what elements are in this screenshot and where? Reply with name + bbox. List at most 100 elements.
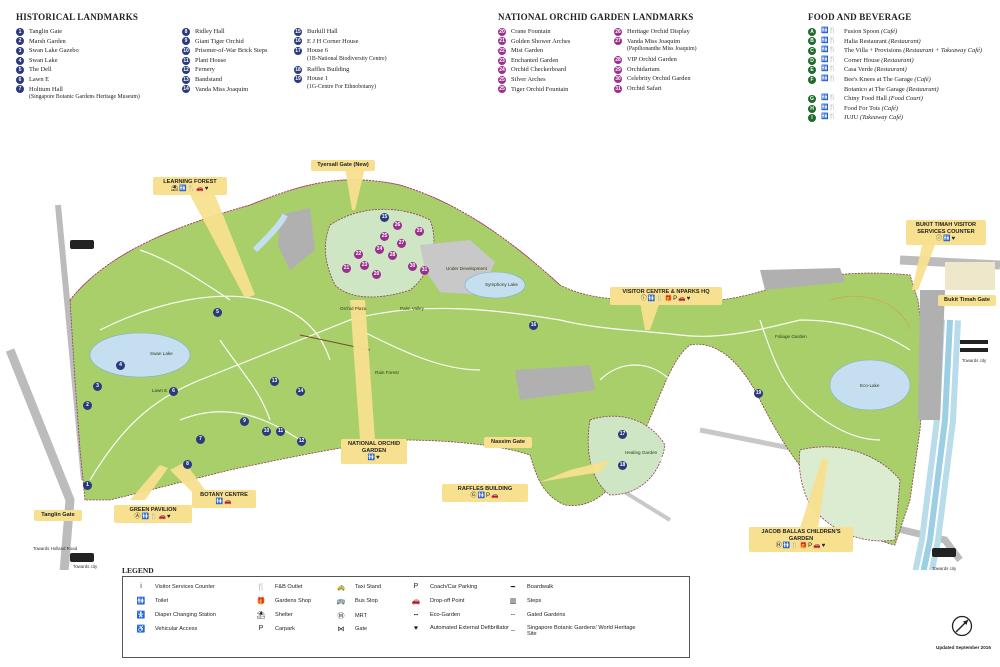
- map-marker-21[interactable]: 21: [342, 264, 351, 273]
- map-marker-13[interactable]: 13: [270, 377, 279, 386]
- bukit-timah-gate-callout[interactable]: Bukit Timah Gate: [938, 295, 996, 306]
- map-marker-22[interactable]: 22: [354, 250, 363, 259]
- landmark-number-badge: 3: [16, 46, 24, 55]
- landmark-name: Tanglin Gate: [29, 28, 63, 35]
- map-marker-10[interactable]: 10: [262, 427, 271, 436]
- map-marker-17[interactable]: 17: [618, 430, 627, 439]
- map-marker-5[interactable]: 5: [213, 308, 222, 317]
- landmark-number-badge: 11: [182, 56, 190, 65]
- legend-item: 🚻Toilet: [133, 597, 168, 605]
- legend-label: Carpark: [275, 625, 295, 632]
- building-block-east: [760, 268, 845, 290]
- legend-item: 🚕Taxi Stand: [333, 583, 381, 591]
- landmark-number-badge: 26: [614, 27, 622, 36]
- nassim-gate-callout[interactable]: Nassim Gate: [484, 437, 532, 448]
- garden-map[interactable]: [0, 155, 1000, 570]
- towards-holland-label: Towards Holland Road: [33, 546, 78, 551]
- bukit-timah-centre-callout[interactable]: BUKIT TIMAH VISITOR SERVICES COUNTER ⓘ🚻♥: [906, 220, 986, 245]
- legend-symbol-icon: 🚕: [336, 584, 346, 591]
- learning-forest-callout[interactable]: LEARNING FOREST ⛱🚻🍴🚗♥: [153, 177, 227, 195]
- visitor-centre-callout[interactable]: VISITOR CENTRE & NPARKS HQ ⓘ🚻🍴🎁P🚗♥: [610, 287, 722, 305]
- stream-water: [252, 213, 288, 253]
- map-marker-3[interactable]: 3: [93, 382, 102, 391]
- landmark-number-badge: 14: [182, 85, 190, 94]
- map-marker-29[interactable]: 29: [415, 227, 424, 236]
- raffles-building-callout[interactable]: RAFFLES BUILDING Ⓖ🚻P🚗: [442, 484, 528, 502]
- facility-icons: ⓘ🚻🍴🎁P🚗♥: [640, 296, 692, 302]
- national-orchid-callout[interactable]: NATIONAL ORCHID GARDEN 🚻♥: [341, 439, 407, 464]
- green-pavilion-callout[interactable]: GREEN PAVILION Ⓐ🚻🍴🚗♥: [114, 505, 192, 523]
- holland-road: [5, 348, 75, 570]
- botany-centre-callout[interactable]: BOTANY CENTRE 🚻🚗: [192, 490, 256, 508]
- map-marker-14[interactable]: 14: [296, 387, 305, 396]
- legend-label: F&B Outlet: [275, 584, 303, 590]
- rain-forest-label: Rain Forest: [375, 370, 399, 375]
- map-marker-24[interactable]: 24: [375, 245, 384, 254]
- landmark-name: Giant Tiger Orchid: [195, 37, 244, 45]
- food-item: I🚻🍴JUJU (Takeaway Café): [808, 113, 982, 123]
- map-marker-26[interactable]: 26: [393, 221, 402, 230]
- landmark-name: Vanda Miss Joaquim: [195, 85, 249, 93]
- food-letter-badge: C: [808, 46, 816, 55]
- tyersall-gate-callout[interactable]: Tyersall Gate (New): [311, 160, 375, 171]
- map-marker-25[interactable]: 25: [380, 232, 389, 241]
- map-marker-9[interactable]: 9: [240, 417, 249, 426]
- jacob-ballas-callout[interactable]: JACOB BALLAS CHILDREN'S GARDEN Ⓗ🚻🍴🎁P🚗♥: [749, 527, 853, 552]
- map-marker-7[interactable]: 7: [196, 435, 205, 444]
- lawn-e-label: Lawn E: [152, 388, 168, 393]
- eco-lake-water: [829, 359, 911, 411]
- landmark-number-badge: 31: [614, 84, 622, 93]
- legend-symbol-icon: ⛱: [256, 612, 266, 619]
- landmark-number-badge: 25: [498, 75, 506, 84]
- landmark-number-badge: 23: [498, 56, 506, 65]
- map-marker-19[interactable]: 19: [754, 389, 763, 398]
- landmark-name: Plant House: [195, 56, 227, 64]
- landmark-number-badge: 10: [182, 46, 190, 55]
- map-marker-4[interactable]: 4: [116, 361, 125, 370]
- legend-item: ♥Automated External Defibrillator: [408, 625, 540, 632]
- map-marker-16[interactable]: 16: [529, 321, 538, 330]
- landmark-subtitle: (Singapore Botanic Gardens Heritage Muse…: [29, 94, 140, 101]
- map-marker-8[interactable]: 8: [183, 460, 192, 469]
- facility-icon: 🚻🍴: [821, 28, 836, 34]
- facility-icon: 🚻🍴: [821, 37, 836, 44]
- map-marker-31[interactable]: 31: [420, 266, 429, 275]
- bus-icons: [70, 240, 988, 562]
- map-marker-6[interactable]: 6: [169, 387, 178, 396]
- map-marker-23[interactable]: 23: [360, 261, 369, 270]
- map-marker-1[interactable]: 1: [83, 481, 92, 490]
- map-marker-18[interactable]: 18: [618, 461, 627, 470]
- map-marker-2[interactable]: 2: [83, 401, 92, 410]
- food-letter-badge: I: [808, 114, 816, 123]
- beige-block: [945, 262, 995, 290]
- legend-item: ━Boardwalk: [505, 583, 553, 591]
- healing-garden-label: Healing Garden: [625, 450, 658, 455]
- tanglin-gate-callout[interactable]: Tanglin Gate: [34, 510, 82, 521]
- map-marker-30[interactable]: 30: [408, 262, 417, 271]
- legend-symbol-icon: 🍴: [256, 584, 266, 591]
- food-name: Chiny Food Hall (Food Court): [844, 95, 923, 103]
- map-marker-27[interactable]: 27: [397, 239, 406, 248]
- legend-symbol-icon: 🎁: [256, 598, 266, 605]
- landmark-number-badge: 28: [614, 55, 622, 64]
- map-marker-15[interactable]: 15: [380, 213, 389, 222]
- map-marker-28[interactable]: 28: [388, 251, 397, 260]
- food-item: G🚻🍴Chiny Food Hall (Food Court): [808, 94, 982, 104]
- map-marker-20[interactable]: 20: [372, 270, 381, 279]
- map-marker-11[interactable]: 11: [276, 427, 285, 436]
- map-marker-12[interactable]: 12: [297, 437, 306, 446]
- swan-lake-water: [89, 332, 191, 378]
